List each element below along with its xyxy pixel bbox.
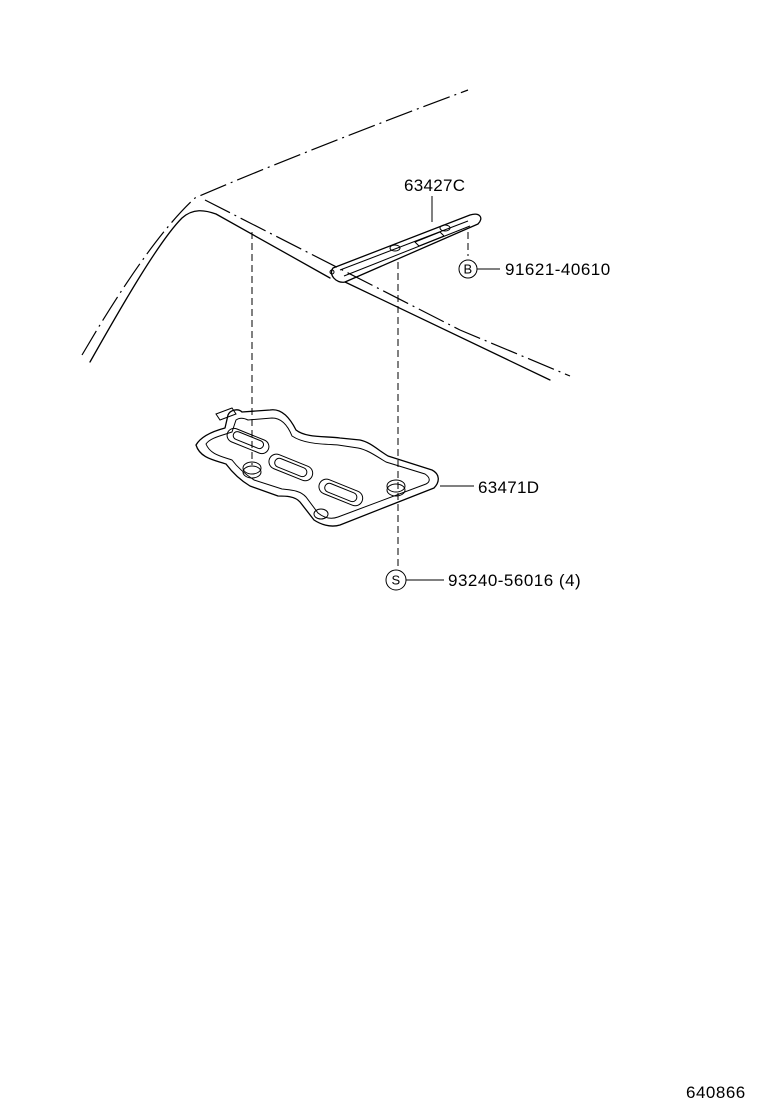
side-rail-label: 63427C xyxy=(404,176,465,195)
roof-top-edge xyxy=(204,199,571,377)
bolt-part-number: 91621-40610 xyxy=(505,260,611,279)
screw-symbol-letter: S xyxy=(392,573,401,588)
sunroof-panel xyxy=(195,407,439,527)
sunroof-panel-label: 63471D xyxy=(478,478,539,497)
roof-outer-edge xyxy=(81,89,469,356)
diagram-reference-number: 640866 xyxy=(686,1083,746,1102)
roof-inner-edge-right xyxy=(344,281,551,381)
bolt-symbol-letter: B xyxy=(464,262,473,277)
side-rail xyxy=(329,213,482,283)
screw-part-number: 93240-56016 (4) xyxy=(448,571,581,590)
roof-inner-edge xyxy=(89,210,331,363)
